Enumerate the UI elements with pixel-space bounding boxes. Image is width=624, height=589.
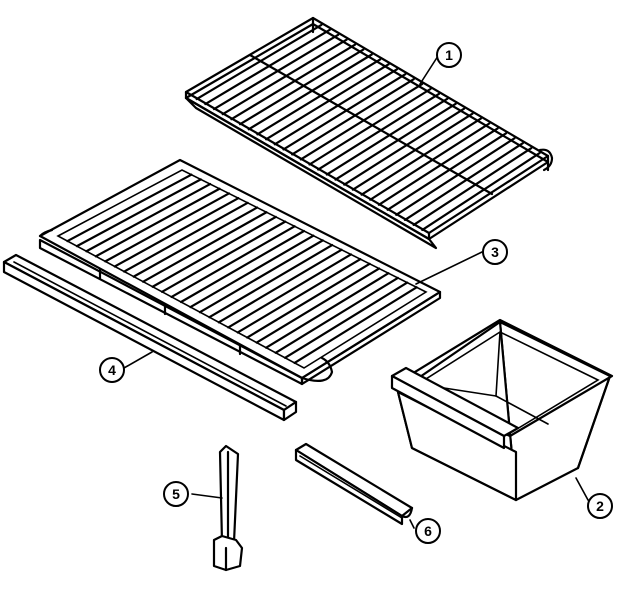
callout-5: 5 [163, 481, 189, 507]
wire-rod [421, 151, 541, 232]
wire-rod [265, 63, 390, 141]
callout-2-label: 2 [596, 498, 604, 514]
wire-rod [256, 58, 382, 136]
slat [246, 262, 371, 339]
wire-rod [360, 117, 482, 196]
leader-lines [123, 55, 589, 529]
wire-rod [395, 137, 516, 216]
wire-rod [334, 102, 457, 181]
pan-rail [294, 442, 414, 526]
callout-3: 3 [482, 239, 508, 265]
glass-shelf-slats [66, 173, 418, 365]
wire-rod [308, 87, 432, 166]
slat [142, 211, 268, 283]
slat [236, 258, 362, 334]
wire-rod [195, 23, 323, 101]
slat [132, 206, 259, 278]
wire-rod [412, 147, 533, 227]
wire-rod [403, 142, 524, 221]
callout-6: 6 [415, 518, 441, 544]
wire-rod [204, 28, 331, 106]
wire-rod [291, 78, 415, 156]
slat [94, 187, 221, 258]
slat [75, 178, 202, 248]
wire-rod [230, 43, 357, 121]
shelf-trim [2, 253, 298, 422]
wire-rod [343, 107, 466, 186]
slat [104, 192, 231, 263]
shelf-support [212, 444, 244, 572]
slat [113, 197, 240, 268]
callout-4-label: 4 [108, 362, 116, 378]
glass-shelf [38, 158, 442, 386]
slat [170, 225, 296, 299]
slat [227, 253, 353, 329]
callout-5-label: 5 [172, 486, 180, 502]
slat [265, 272, 390, 349]
wire-rod [221, 38, 348, 116]
wire-rod [317, 92, 440, 171]
slat [151, 215, 277, 288]
wire-rod [325, 97, 449, 176]
wire-rod [282, 73, 407, 151]
crisper-pan [390, 318, 614, 502]
wire-rod [377, 127, 499, 206]
slat [293, 286, 418, 365]
slat [274, 276, 399, 354]
slat [208, 243, 334, 319]
callout-1: 1 [436, 42, 462, 68]
wire-rod [351, 112, 474, 191]
slat [123, 201, 249, 273]
callout-1-label: 1 [445, 47, 453, 63]
slat [189, 234, 315, 309]
callout-3-label: 3 [491, 244, 499, 260]
wire-rod [299, 82, 424, 161]
wire-rod [386, 132, 508, 211]
wire-rod [238, 48, 365, 126]
wire-rod [247, 53, 373, 131]
wire-rod [212, 33, 340, 111]
wire-rod [369, 122, 491, 201]
slat [255, 267, 381, 344]
callout-2: 2 [587, 493, 613, 519]
slat [179, 229, 306, 304]
callout-6-label: 6 [424, 523, 432, 539]
slat [66, 173, 193, 243]
callout-4: 4 [99, 357, 125, 383]
slat [217, 248, 343, 324]
slat [283, 281, 409, 359]
wire-rod [273, 68, 399, 146]
slat [85, 182, 212, 253]
wire-shelf [184, 16, 554, 250]
wire-shelf-rods [195, 23, 541, 232]
slat [160, 220, 287, 293]
slat [198, 239, 324, 314]
